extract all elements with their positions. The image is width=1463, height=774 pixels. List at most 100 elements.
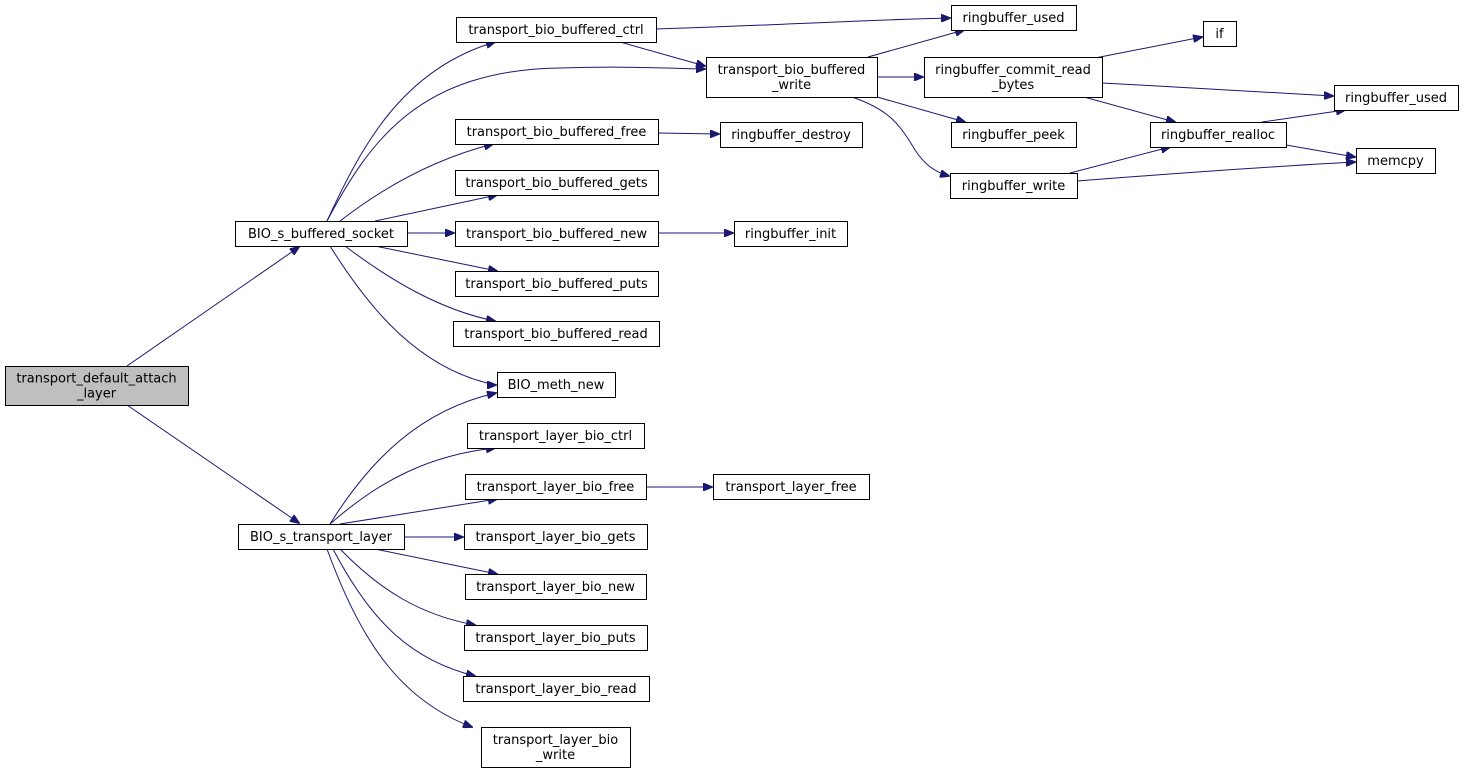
- node-tbb-write[interactable]: transport_bio_buffered_write: [706, 57, 878, 98]
- node-label: ringbuffer_used: [1345, 91, 1447, 106]
- edge-tbb_write-to-rb_peek: [876, 96, 965, 122]
- node-label-line: ringbuffer_init: [745, 227, 836, 242]
- node-label-line: ringbuffer_peek: [962, 128, 1065, 143]
- node-label-line: _write: [535, 748, 575, 763]
- node-tlb-gets[interactable]: transport_layer_bio_gets: [464, 524, 648, 550]
- node-label-line: transport_bio_buffered_read: [464, 327, 647, 342]
- node-label: ringbuffer_write: [962, 179, 1065, 194]
- node-label-line: transport_layer_free: [725, 480, 856, 495]
- node-label-line: transport_bio_buffered_free: [467, 125, 647, 140]
- node-label: transport_default_attach_layer: [16, 372, 176, 402]
- node-rb-used-1[interactable]: ringbuffer_used: [951, 5, 1077, 31]
- node-box: [455, 271, 659, 297]
- node-label-line: ringbuffer_used: [962, 11, 1064, 26]
- node-label-line: _layer: [76, 387, 117, 402]
- edge-root-to-bio_buffered_socket: [126, 247, 299, 367]
- node-bio-meth-new[interactable]: BIO_meth_new: [497, 372, 616, 398]
- node-tbb-read[interactable]: transport_bio_buffered_read: [453, 321, 660, 347]
- node-label: transport_bio_buffered_gets: [465, 176, 647, 191]
- node-label-line: transport_layer_bio_read: [475, 682, 636, 697]
- node-rb-destroy[interactable]: ringbuffer_destroy: [720, 122, 863, 148]
- node-label-line: ringbuffer_commit_read: [935, 63, 1091, 78]
- node-label-line: transport_layer_bio_puts: [475, 631, 636, 646]
- edge-bio_transport_layer-to-tlb_free: [339, 499, 497, 525]
- node-tlb-write[interactable]: transport_layer_bio_write: [481, 727, 631, 768]
- node-tlb-new[interactable]: transport_layer_bio_new: [465, 574, 647, 600]
- node-label: BIO_s_transport_layer: [250, 530, 393, 545]
- edge-bio_buffered_socket-to-tbb_free: [339, 144, 493, 222]
- node-tlb-free[interactable]: transport_layer_bio_free: [465, 474, 647, 500]
- node-bio-transport-layer[interactable]: BIO_s_transport_layer: [238, 524, 405, 550]
- node-rb-init[interactable]: ringbuffer_init: [734, 221, 848, 247]
- node-bio-buffered-socket[interactable]: BIO_s_buffered_socket: [235, 221, 408, 247]
- node-box: [720, 122, 863, 148]
- node-tbb-free[interactable]: transport_bio_buffered_free: [455, 119, 659, 145]
- node-label-line: transport_layer_bio_new: [476, 580, 635, 595]
- node-rb-write[interactable]: ringbuffer_write: [950, 173, 1078, 199]
- node-label-line: BIO_meth_new: [508, 378, 605, 393]
- node-label: transport_layer_bio_gets: [475, 530, 635, 545]
- node-box: [467, 423, 645, 449]
- node-box: [734, 221, 848, 247]
- edge-bio_buffered_socket-to-tbb_puts: [374, 245, 497, 271]
- node-box: [1203, 21, 1237, 47]
- node-label: transport_bio_buffered_ctrl: [468, 23, 643, 38]
- node-label-line: BIO_s_transport_layer: [250, 530, 393, 545]
- node-label-line: _write: [771, 78, 811, 93]
- edge-bio_transport_layer-to-tlb_new: [374, 548, 497, 574]
- node-label: transport_bio_buffered_puts: [465, 277, 648, 292]
- node-box: [465, 474, 647, 500]
- node-tbb-gets[interactable]: transport_bio_buffered_gets: [455, 170, 659, 196]
- node-label-line: transport_bio_buffered_gets: [465, 176, 647, 191]
- node-tbb-puts[interactable]: transport_bio_buffered_puts: [455, 271, 659, 297]
- node-label-line: ringbuffer_write: [962, 179, 1065, 194]
- node-label: BIO_s_buffered_socket: [248, 227, 394, 242]
- node-box: [465, 574, 647, 600]
- node-box: [950, 173, 1078, 199]
- edge-bio_transport_layer-to-tlb_write: [326, 548, 472, 727]
- node-box: [453, 321, 660, 347]
- node-label-line: transport_layer_bio_free: [477, 480, 635, 495]
- edge-rb_commit-to-if: [1094, 37, 1202, 59]
- node-label-line: transport_bio_buffered: [718, 63, 866, 78]
- node-root[interactable]: transport_default_attach_layer: [5, 366, 189, 406]
- edge-tbb_ctrl-to-tbb_write: [619, 41, 705, 66]
- edge-tbb_write-to-rb_write: [851, 96, 949, 176]
- edge-bio_transport_layer-to-tlb_puts: [339, 548, 475, 625]
- node-label: transport_layer_free: [725, 480, 856, 495]
- edge-root-to-bio_transport_layer: [126, 404, 299, 523]
- node-box: [238, 524, 405, 550]
- edge-rb_realloc-to-rb_used_2: [1261, 110, 1345, 123]
- node-rb-commit[interactable]: ringbuffer_commit_read_bytes: [924, 57, 1103, 98]
- node-rb-used-2[interactable]: ringbuffer_used: [1334, 85, 1459, 111]
- node-tlb-puts[interactable]: transport_layer_bio_puts: [464, 625, 648, 651]
- node-label: transport_layer_bio_read: [475, 682, 636, 697]
- node-label-line: transport_layer_bio_ctrl: [479, 429, 632, 444]
- node-memcpy[interactable]: memcpy: [1356, 148, 1436, 174]
- edge-bio_buffered_socket-to-bio_meth_new: [329, 245, 496, 385]
- node-tbb-new[interactable]: transport_bio_buffered_new: [455, 221, 659, 247]
- edge-rb_commit-to-rb_used_2: [1101, 82, 1333, 96]
- node-tlb-read[interactable]: transport_layer_bio_read: [463, 676, 650, 702]
- node-box: [455, 119, 659, 145]
- node-label: transport_bio_buffered_read: [464, 327, 647, 342]
- node-tlb-ctrl[interactable]: transport_layer_bio_ctrl: [467, 423, 645, 449]
- node-label: ringbuffer_peek: [962, 128, 1065, 143]
- node-tbb-ctrl[interactable]: transport_bio_buffered_ctrl: [456, 17, 657, 43]
- node-label-line: transport_default_attach: [16, 372, 176, 387]
- node-box: [951, 5, 1077, 31]
- node-box: [463, 676, 650, 702]
- node-rb-realloc[interactable]: ringbuffer_realloc: [1150, 122, 1287, 148]
- node-rb-peek[interactable]: ringbuffer_peek: [951, 122, 1077, 148]
- edge-bio_transport_layer-to-tlb_ctrl: [329, 448, 495, 525]
- node-box: [5, 366, 189, 406]
- node-tl-free[interactable]: transport_layer_free: [713, 474, 870, 500]
- node-label-line: _bytes: [991, 78, 1035, 93]
- node-box: [1150, 122, 1287, 148]
- edge-tbb_write-to-rb_used_1: [867, 30, 964, 58]
- node-label: ringbuffer_used: [962, 11, 1064, 26]
- node-label: ringbuffer_destroy: [731, 128, 851, 143]
- node-label-line: ringbuffer_destroy: [731, 128, 851, 143]
- node-if[interactable]: if: [1203, 21, 1237, 47]
